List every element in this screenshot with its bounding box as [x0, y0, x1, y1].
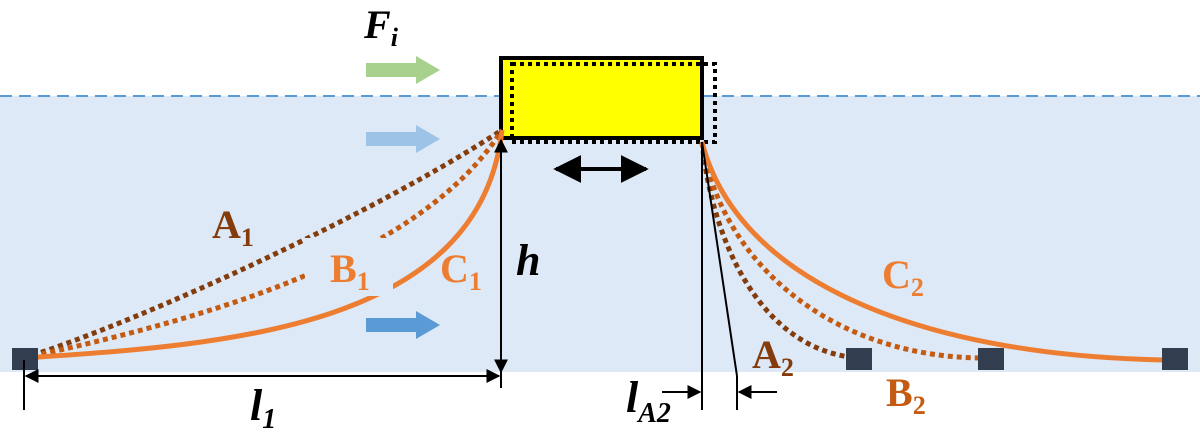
height-label: h [516, 236, 540, 285]
square-anchor-icon [1162, 348, 1188, 370]
label-A2: A2 [752, 332, 794, 382]
floating-body-displaced [510, 62, 717, 144]
label-C1: C1 [440, 246, 482, 296]
mooring-line-C2 [699, 141, 1176, 363]
current-arrow-air [366, 56, 440, 84]
current-arrow-mid [366, 125, 440, 153]
current-arrow-deep [366, 311, 440, 339]
label-B1: B1 [330, 246, 370, 296]
span1-label: l1 [250, 381, 276, 433]
mooring-line-A2-chord [701, 141, 738, 377]
square-anchor-icon [12, 348, 38, 370]
label-A1: A1 [212, 202, 254, 252]
label-C2: C2 [882, 252, 924, 302]
label-B2: B2 [886, 370, 926, 420]
mooring-line-B2 [699, 141, 991, 361]
mooring-line-C1 [23, 129, 505, 361]
force-label: Fi [363, 2, 399, 52]
square-anchor-icon [846, 348, 872, 370]
floating-body [499, 56, 704, 140]
spanA2-label: lA2 [626, 373, 671, 429]
square-anchor-icon [978, 348, 1004, 370]
